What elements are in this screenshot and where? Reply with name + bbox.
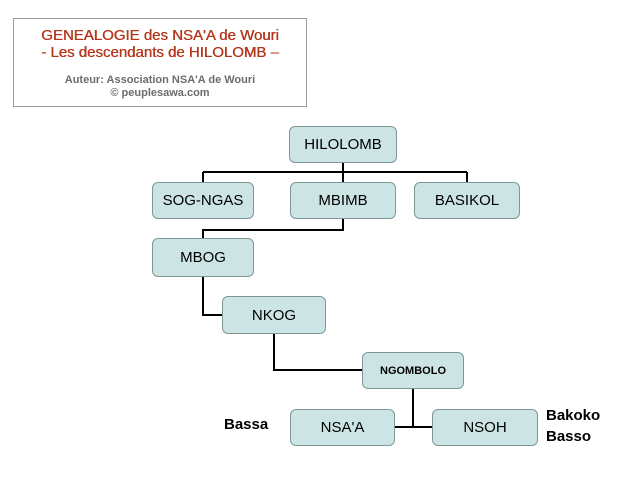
source-site: © peuplesawa.com (110, 87, 210, 99)
title-line-1: GENEALOGIE des NSA'A de Wouri (41, 27, 279, 44)
connector-mbimb-mbog (202, 219, 344, 238)
node-mbog: MBOG (152, 238, 254, 277)
node-sog-ngas: SOG-NGAS (152, 182, 254, 219)
node-mbog-label: MBOG (180, 249, 226, 266)
node-nkog-label: NKOG (251, 306, 297, 324)
node-nsaa-label: NSA'A (320, 419, 365, 436)
connector-mbog-nkog (202, 277, 222, 316)
node-basikol: BASIKOL (414, 182, 520, 219)
author-credit: Auteur: Association NSA'A de Wouri (64, 74, 256, 86)
node-ngombolo: NGOMBOLO (362, 352, 464, 389)
node-nkog: NKOG (222, 296, 326, 334)
node-mbimb-label: MBIMB (318, 192, 368, 209)
label-bakoko: Bakoko (546, 407, 601, 424)
node-sog-ngas-label: SOG-NGAS (162, 192, 244, 209)
node-hilolomb: HILOLOMB (289, 126, 397, 163)
connector-nkog-ngombolo (273, 334, 362, 371)
connector-hilolomb-children (202, 163, 468, 182)
node-ngombolo-label: NGOMBOLO (380, 364, 446, 377)
title-line-2: - Les descendants de HILOLOMB – (41, 44, 279, 61)
node-mbimb: MBIMB (290, 182, 396, 219)
node-nsaa: NSA'A (290, 409, 395, 446)
node-nsoh-label: NSOH (463, 419, 507, 436)
label-basso: Basso (546, 428, 592, 445)
node-hilolomb-label: HILOLOMB (304, 136, 382, 153)
title-box: GENEALOGIE des NSA'A de Wouri - Les desc… (13, 18, 307, 107)
label-bassa: Bassa (224, 416, 269, 433)
node-basikol-label: BASIKOL (434, 192, 500, 209)
node-nsoh: NSOH (432, 409, 538, 446)
